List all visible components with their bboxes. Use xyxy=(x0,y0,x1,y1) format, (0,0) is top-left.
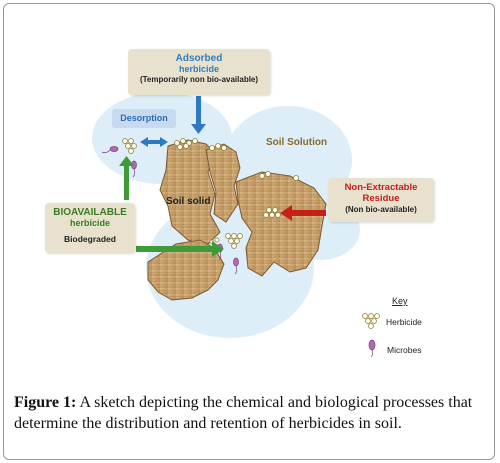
soil-solution-label: Soil Solution xyxy=(266,137,328,148)
bioavailable-herbicide-box: BIOAVAILABLE herbicide Biodegraded xyxy=(45,203,135,253)
herbicide-cluster-icon xyxy=(263,207,281,218)
adsorbed-title: Adsorbed xyxy=(175,53,223,64)
adsorbed-note: (Temporarily non bio-available) xyxy=(139,75,259,84)
figure-caption: Figure 1: A sketch depicting the chemica… xyxy=(14,392,488,434)
key-title: Key xyxy=(392,296,408,306)
key-herbicide-icon xyxy=(362,313,380,329)
key-microbes-label: Microbes xyxy=(387,345,422,355)
soil-solid-rocks xyxy=(147,139,327,301)
ner-note: (Non bio-available) xyxy=(345,205,417,214)
adsorbed-herbicide-box: Adsorbed herbicide (Temporarily non bio-… xyxy=(128,49,270,95)
ner-subtitle: Residue xyxy=(362,193,400,204)
caption-label: Figure 1: xyxy=(14,394,77,411)
bioavailable-title: BIOAVAILABLE xyxy=(53,207,127,218)
bioavailable-note: Biodegraded xyxy=(64,234,116,244)
key-herbicide-label: Herbicide xyxy=(386,317,422,327)
soil-solid-label: Soil solid xyxy=(166,196,211,207)
non-extractable-residue-box: Non-Extractable Residue (Non bio-availab… xyxy=(328,178,434,222)
adsorbed-subtitle: herbicide xyxy=(178,64,219,74)
desorption-label: Desorption xyxy=(112,109,176,128)
key-microbe-icon xyxy=(368,339,376,358)
herbicide-cluster-icon xyxy=(174,138,299,181)
desorption-arrow xyxy=(140,137,168,147)
diagram-canvas xyxy=(92,92,380,358)
herbicide-cluster-icon xyxy=(122,138,137,154)
microbe-tails xyxy=(101,149,238,275)
caption-text: A sketch depicting the chemical and biol… xyxy=(14,394,473,432)
adsorption-arrow xyxy=(191,96,206,134)
sequestration-arrow xyxy=(280,205,326,221)
biodegradation-arrow xyxy=(136,241,224,257)
uptake-arrow xyxy=(119,156,134,200)
ner-title: Non-Extractable xyxy=(344,182,418,193)
bioavailable-subtitle: herbicide xyxy=(69,218,110,228)
